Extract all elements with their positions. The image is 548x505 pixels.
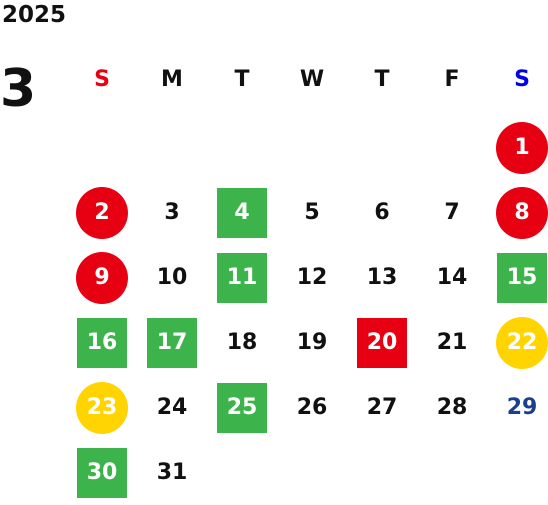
day-cell-4[interactable]: 4 [207, 180, 277, 245]
day-circle-badge: 23 [76, 381, 128, 434]
day-number: 18 [226, 329, 258, 355]
day-cell-15[interactable]: 15 [487, 245, 548, 310]
day-number: 12 [296, 264, 328, 290]
day-cell-19[interactable]: 19 [277, 310, 347, 375]
day-cell-30[interactable]: 30 [67, 440, 137, 505]
weekday-fri: F [444, 67, 460, 92]
day-square-badge: 30 [77, 447, 127, 498]
day-cell-14[interactable]: 14 [417, 245, 487, 310]
day-number: 28 [436, 394, 468, 420]
day-cell-13[interactable]: 13 [347, 245, 417, 310]
day-number: 29 [506, 394, 538, 420]
weekday-sat: S [514, 67, 530, 92]
day-circle-badge: 9 [76, 251, 128, 304]
day-number: 26 [296, 394, 328, 420]
weekday-wed: W [299, 67, 325, 92]
day-cell-29[interactable]: 29 [487, 375, 548, 440]
day-cell-10[interactable]: 10 [137, 245, 207, 310]
day-number: 5 [304, 199, 320, 225]
day-cell-6[interactable]: 6 [347, 180, 417, 245]
day-cell-27[interactable]: 27 [347, 375, 417, 440]
weekday-tue: T [234, 67, 250, 92]
day-square-badge: 11 [217, 252, 267, 303]
day-number: 14 [436, 264, 468, 290]
day-circle-badge: 2 [76, 186, 128, 239]
day-number: 24 [156, 394, 188, 420]
month-label: 3 [0, 59, 37, 119]
day-cell-25[interactable]: 25 [207, 375, 277, 440]
day-cell-2[interactable]: 2 [67, 180, 137, 245]
day-cell-28[interactable]: 28 [417, 375, 487, 440]
day-circle-badge: 22 [496, 316, 548, 369]
day-number: 19 [296, 329, 328, 355]
day-number: 6 [374, 199, 390, 225]
day-circle-badge: 1 [496, 121, 548, 174]
day-number: 13 [366, 264, 398, 290]
day-circle-badge: 8 [496, 186, 548, 239]
day-cell-12[interactable]: 12 [277, 245, 347, 310]
day-number: 31 [156, 459, 188, 485]
day-cell-9[interactable]: 9 [67, 245, 137, 310]
day-number: 10 [156, 264, 188, 290]
day-square-badge: 25 [217, 382, 267, 433]
year-label: 2025 [2, 2, 67, 28]
day-cell-22[interactable]: 22 [487, 310, 548, 375]
day-cell-31[interactable]: 31 [137, 440, 207, 505]
day-cell-17[interactable]: 17 [137, 310, 207, 375]
day-cell-24[interactable]: 24 [137, 375, 207, 440]
day-square-badge: 4 [217, 187, 267, 238]
day-number: 27 [366, 394, 398, 420]
day-cell-5[interactable]: 5 [277, 180, 347, 245]
day-cell-11[interactable]: 11 [207, 245, 277, 310]
day-square-badge: 16 [77, 317, 127, 368]
day-cell-16[interactable]: 16 [67, 310, 137, 375]
day-cell-7[interactable]: 7 [417, 180, 487, 245]
day-cell-8[interactable]: 8 [487, 180, 548, 245]
day-square-badge: 17 [147, 317, 197, 368]
day-square-badge: 20 [357, 317, 407, 368]
day-number: 7 [444, 199, 460, 225]
weekday-mon: M [161, 67, 183, 92]
day-cell-26[interactable]: 26 [277, 375, 347, 440]
day-number: 3 [164, 199, 180, 225]
day-cell-1[interactable]: 1 [487, 115, 548, 180]
day-square-badge: 15 [497, 252, 547, 303]
day-cell-18[interactable]: 18 [207, 310, 277, 375]
day-cell-20[interactable]: 20 [347, 310, 417, 375]
day-cell-21[interactable]: 21 [417, 310, 487, 375]
weekday-sun: S [94, 67, 110, 92]
day-cell-3[interactable]: 3 [137, 180, 207, 245]
weekday-thu: T [374, 67, 390, 92]
day-cell-23[interactable]: 23 [67, 375, 137, 440]
day-number: 21 [436, 329, 468, 355]
